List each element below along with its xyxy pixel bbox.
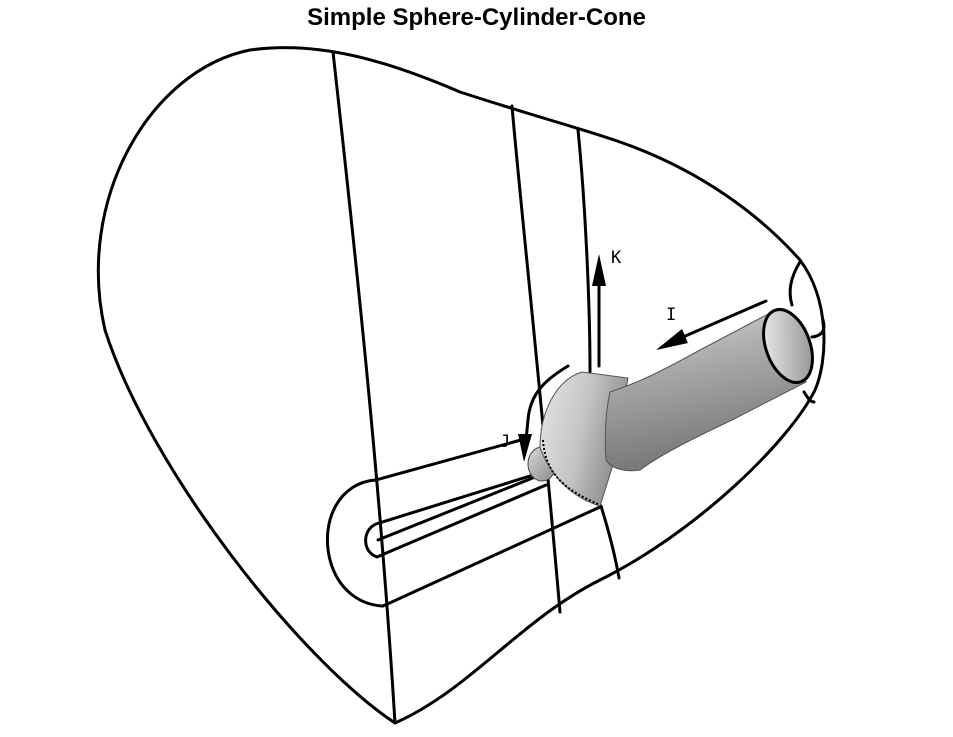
slot-inner xyxy=(364,474,548,559)
j-axis-label: J xyxy=(500,432,510,452)
right-boundary-arc xyxy=(788,260,802,307)
k-arrowhead-icon xyxy=(592,254,606,286)
cone-rim xyxy=(542,439,599,505)
figure-title: Simple Sphere-Cylinder-Cone xyxy=(307,4,646,31)
k-axis-label: K xyxy=(611,248,622,268)
grid-line-3 xyxy=(576,128,592,374)
grid-line-4 xyxy=(599,504,621,580)
slot-mid xyxy=(376,473,542,542)
j-curve xyxy=(526,364,570,422)
i-axis-line xyxy=(681,299,768,339)
right-boundary-arc-2 xyxy=(810,318,826,339)
j-arrowhead-icon xyxy=(518,434,532,462)
right-boundary-arc-3 xyxy=(802,390,816,404)
outer-boundary xyxy=(96,46,826,725)
i-arrowhead-icon xyxy=(656,329,688,350)
grid-line-1 xyxy=(331,50,397,725)
i-axis-label: I xyxy=(666,305,676,325)
cylinder-end-cap xyxy=(762,308,814,384)
cylinder-body xyxy=(604,311,807,472)
slot-outer xyxy=(325,436,602,608)
grid-line-2 xyxy=(510,104,562,614)
